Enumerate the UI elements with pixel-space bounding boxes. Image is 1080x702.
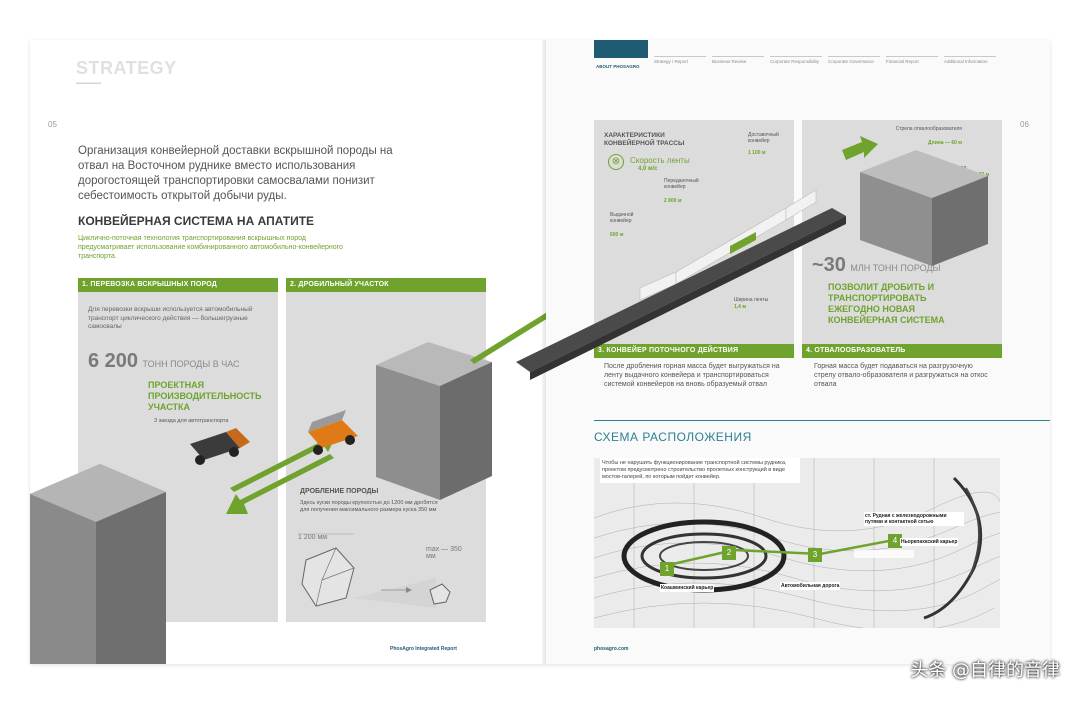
strategy-subheader: ▬▬▬▬▬: [76, 80, 101, 86]
panel1-header: 1. ПЕРЕВОЗКА ВСКРЫШНЫХ ПОРОД: [78, 278, 278, 292]
map-label-1: Коашвинский карьер: [660, 584, 715, 592]
conveyor3-value: 1 100 м: [748, 150, 766, 156]
crushed-rock-illustration: [298, 533, 451, 608]
left-illustration-layer: [30, 312, 546, 664]
dump-truck-icon-1: [190, 428, 250, 465]
conveyor2-value: 2 800 м: [664, 198, 682, 204]
dump-figure: ~30 МЛН ТОНН ПОРОДЫ: [812, 254, 941, 277]
map-label-2: Автомобильная дорога: [780, 582, 841, 590]
speed-icon: ⊗: [608, 154, 624, 170]
panel2-header: 2. ДРОБИЛЬНЫЙ УЧАСТОК: [286, 278, 486, 292]
conveyor3-label: Доставочный конвейер: [748, 132, 779, 144]
conveyor1-value: 600 м: [610, 232, 624, 238]
conveyor1-label: Выдачной конвейер: [610, 212, 634, 224]
map-marker-3[interactable]: 3: [808, 548, 822, 562]
map-label-3: ст. Рудная с железнодорожными путями и к…: [864, 512, 964, 526]
map-marker-2[interactable]: 2: [722, 546, 736, 560]
intro-text: Организация конвейерной доставки вскрышн…: [78, 145, 393, 202]
scheme-title: СХЕМА РАСПОЛОЖЕНИЯ: [594, 430, 752, 444]
page-number-right: 06: [1020, 120, 1029, 129]
dump-truck-icon-2: [308, 410, 358, 455]
report-spread: STRATEGY ▬▬▬▬▬ 05 Организация конвейерно…: [30, 40, 1050, 664]
panel1-text: Для перевозки вскрыши используется автом…: [88, 306, 253, 330]
panel2-size1: 1 200 мм: [298, 534, 328, 541]
panel1-number: 6 200: [88, 350, 139, 372]
speed-label: Скорость ленты: [630, 156, 690, 165]
dump-green: ПОЗВОЛИТ ДРОБИТЬ И ТРАНСПОРТИРОВАТЬ ЕЖЕГ…: [828, 282, 945, 325]
boom-value: Длина — 60 м: [927, 140, 962, 146]
map-label-4: Ньоркпахкский карьер: [900, 538, 959, 546]
page-number-left: 05: [48, 120, 57, 129]
right-illustration-layer: [516, 136, 988, 380]
footer-left: PhosAgro Integrated Report: [390, 646, 457, 652]
boom-label: Стрела отвалообразователя: [895, 126, 962, 132]
nav-item-additional[interactable]: Additional Information: [944, 56, 996, 65]
panel4-text: Горная масса будет подаваться на разгруз…: [814, 363, 988, 388]
watermark-text: 头条 @自律的音律: [910, 660, 1060, 681]
nav-item-governance[interactable]: Corporate Governance: [828, 56, 880, 65]
panel3-text: После дробления горная масса будет выгру…: [604, 363, 780, 388]
section-title: КОНВЕЙЕРНАЯ СИСТЕМА НА АПАТИТЕ: [78, 214, 315, 228]
speed-value: 4,0 м/с: [638, 166, 658, 172]
panel1-figure: 6 200 ТОНН ПОРОДЫ В ЧАС: [88, 350, 240, 373]
dump-unit: МЛН ТОНН ПОРОДЫ: [850, 263, 941, 273]
panel2-size2: max — 350 мм: [426, 546, 462, 560]
map-drawing: [594, 458, 1000, 628]
panel3-header: 3. КОНВЕЙЕР ПОТОЧНОГО ДЕЙСТВИЯ: [594, 344, 794, 358]
conveyor2-label: Переданочный конвейер: [664, 178, 699, 190]
footer-right: phosagro.com: [594, 646, 629, 652]
panel1-green: ПРОЕКТНАЯ ПРОИЗВОДИТЕЛЬНОСТЬ УЧАСТКА: [148, 380, 262, 412]
strategy-header: STRATEGY: [76, 58, 177, 78]
location-map: Чтобы не нарушить функционирование транс…: [594, 458, 1000, 628]
map-marker-4[interactable]: 4: [888, 534, 902, 548]
belt-width-value: 1,4 м: [734, 304, 747, 310]
nav-item-financial[interactable]: Financial Report: [886, 56, 938, 65]
panel4-header: 4. ОТВАЛООБРАЗОВАТЕЛЬ: [802, 344, 1002, 358]
panel1-note: 3 заезда для автотранспорта: [154, 418, 229, 424]
belt-width-label: Ширина ленты: [734, 297, 769, 303]
panel2-sub: ДРОБЛЕНИЕ ПОРОДЫ: [300, 488, 379, 495]
dump-number: ~30: [812, 254, 846, 276]
nav-item-business[interactable]: Business Review: [712, 56, 764, 65]
scheme-divider: [594, 420, 1050, 421]
left-page: STRATEGY ▬▬▬▬▬ 05 Организация конвейерно…: [30, 40, 546, 664]
nav-item-about[interactable]: ABOUT PHOSAGRO: [596, 64, 640, 69]
right-page: ABOUT PHOSAGRO Strategy / Report Busines…: [516, 40, 1050, 664]
nav-active-tab: [594, 40, 648, 58]
conveyor-title: ХАРАКТЕРИСТИКИ КОНВЕЙЕРНОЙ ТРАССЫ: [604, 132, 685, 147]
nav-item-strategy[interactable]: Strategy / Report: [654, 56, 706, 65]
map-marker-1[interactable]: 1: [660, 562, 674, 576]
scheme-text: Чтобы не нарушить функционирование транс…: [600, 458, 800, 483]
nav-item-responsibility[interactable]: Corporate Responsibility: [770, 56, 822, 65]
panel2-text: Здесь куски породы крупностью до 1200 мм…: [300, 500, 438, 513]
section-lead: Циклично-поточная технология транспортир…: [78, 235, 343, 260]
panel1-unit: ТОНН ПОРОДЫ В ЧАС: [142, 359, 240, 369]
